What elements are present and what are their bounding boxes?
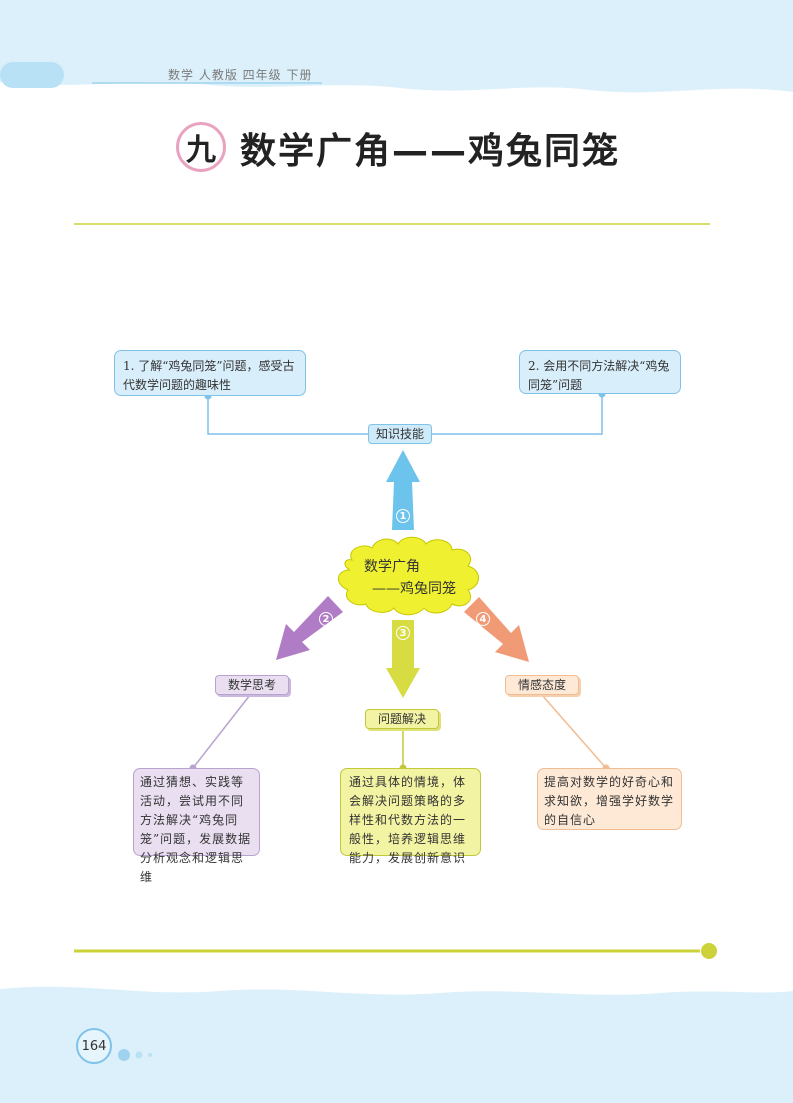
chapter-number-badge: 九 [176, 122, 226, 172]
thinking-description: 通过猜想、实践等活动，尝试用不同方法解决“鸡兔同笼”问题，发展数据分析观念和逻辑… [133, 768, 260, 884]
book-info: 数学 人教版 四年级 下册 [168, 68, 313, 82]
chapter-title: 数学广角——鸡兔同笼 [240, 131, 621, 172]
tag-thinking: 数学思考 [215, 675, 289, 695]
arrow-thinking [276, 596, 343, 660]
bottom-rule-dot [701, 943, 717, 959]
arrow-attitude [464, 597, 529, 662]
tag-knowledge: 知识技能 [368, 424, 432, 444]
solving-description: 通过具体的情境，体会解决问题策略的多样性和代数方法的一般性，培养逻辑思维能力，发… [340, 768, 481, 865]
center-title-line1: 数学广角 [364, 559, 420, 575]
center-title-line2: ——鸡兔同笼 [372, 581, 456, 597]
number-badge-1: 1 [396, 509, 410, 523]
number-badge-4: 4 [476, 612, 490, 626]
number-badge-3: 3 [396, 626, 410, 640]
center-cloud [338, 536, 479, 616]
tag-attitude: 情感态度 [505, 675, 579, 695]
page-number: 164 [76, 1028, 112, 1064]
attitude-description: 提高对数学的好奇心和求知欲，增强学好数学的自信心 [537, 768, 682, 830]
knowledge-goal-1: 1. 了解“鸡兔同笼”问题，感受古代数学问题的趣味性 [114, 350, 306, 396]
bottom-wave-background [0, 943, 793, 1103]
knowledge-goal-2: 2. 会用不同方法解决“鸡兔同笼”问题 [519, 350, 681, 394]
arrow-solving [386, 620, 420, 698]
arrow-knowledge [386, 450, 420, 530]
knowledge-connectors [207, 394, 603, 435]
tag-solving: 问题解决 [365, 709, 439, 729]
number-badge-2: 2 [319, 612, 333, 626]
header-tab-decoration [0, 62, 64, 88]
top-wave-background [0, 0, 793, 93]
